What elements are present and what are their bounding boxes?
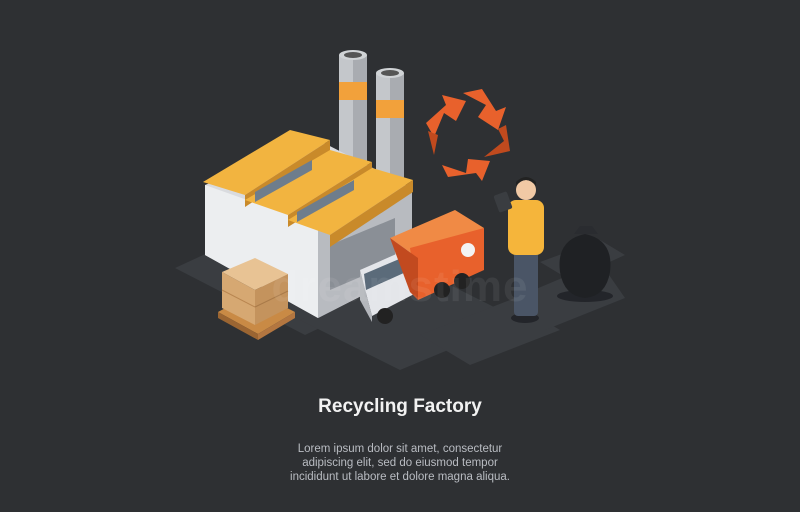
cardboard-boxes-icon [218, 258, 295, 340]
description-line: incididunt ut labore et dolore magna ali… [290, 471, 510, 483]
page-title: Recycling Factory [318, 396, 482, 417]
trash-bag-icon [557, 226, 613, 302]
description-line: adipiscing elit, sed do eiusmod tempor [302, 457, 498, 469]
garbage-truck-icon [360, 210, 484, 324]
factory-icon [203, 50, 413, 318]
description: Lorem ipsum dolor sit amet, consectetur … [250, 442, 550, 484]
description-line: Lorem ipsum dolor sit amet, consectetur [297, 443, 503, 455]
person-with-tablet-icon [493, 177, 544, 323]
recycle-icon [426, 89, 510, 181]
watermark: dreamstime [271, 262, 529, 311]
